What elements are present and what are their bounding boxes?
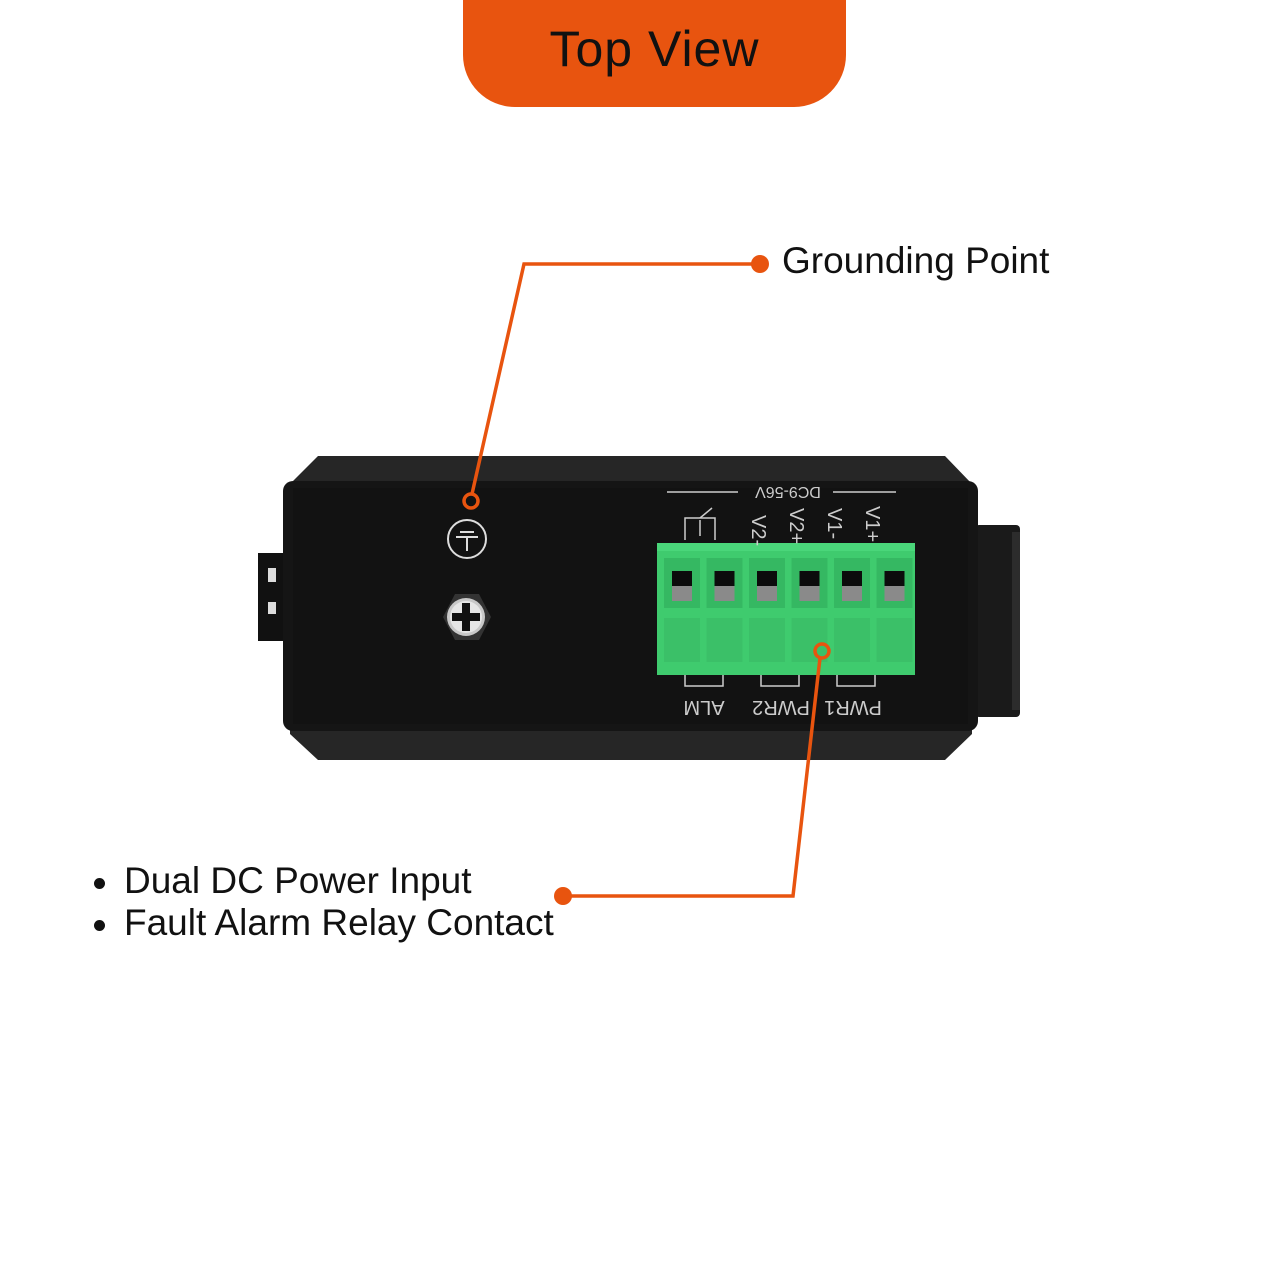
pin-label-v2-plus: V2+	[785, 508, 807, 545]
power-feature-list: Dual DC Power Input Fault Alarm Relay Co…	[92, 860, 554, 944]
pin-label-v1-plus: V1+	[861, 506, 883, 543]
group-label-alm: ALM	[683, 696, 725, 718]
pin-label-v1-minus: V1-	[823, 508, 845, 540]
terminal-slot	[706, 558, 743, 662]
ground-symbol-icon	[447, 519, 487, 559]
terminal-slot	[876, 558, 913, 662]
callout-lines	[462, 262, 831, 898]
title-tab: Top View	[463, 0, 846, 107]
terminal-slot	[834, 558, 870, 662]
group-label-pwr2: PWR2	[752, 696, 810, 718]
list-item: Fault Alarm Relay Contact	[92, 902, 554, 944]
page-title: Top View	[549, 20, 760, 77]
grounding-point-label: Grounding Point	[782, 240, 1050, 281]
label-lines	[667, 491, 896, 687]
pin-label-v2-minus: V2-	[747, 515, 769, 547]
list-item: Dual DC Power Input	[92, 860, 554, 902]
power-callout-dot	[554, 887, 572, 905]
terminal-block	[657, 543, 915, 675]
terminal-slot	[749, 558, 785, 662]
voltage-label: DC9-56V	[755, 483, 821, 500]
terminal-slot	[791, 558, 828, 662]
grounding-screw	[443, 594, 491, 640]
group-label-pwr1: PWR1	[824, 696, 882, 718]
side-port	[258, 553, 286, 641]
terminal-slot	[664, 558, 700, 662]
din-rail-bracket	[975, 525, 1020, 717]
grounding-callout-dot	[751, 255, 769, 273]
